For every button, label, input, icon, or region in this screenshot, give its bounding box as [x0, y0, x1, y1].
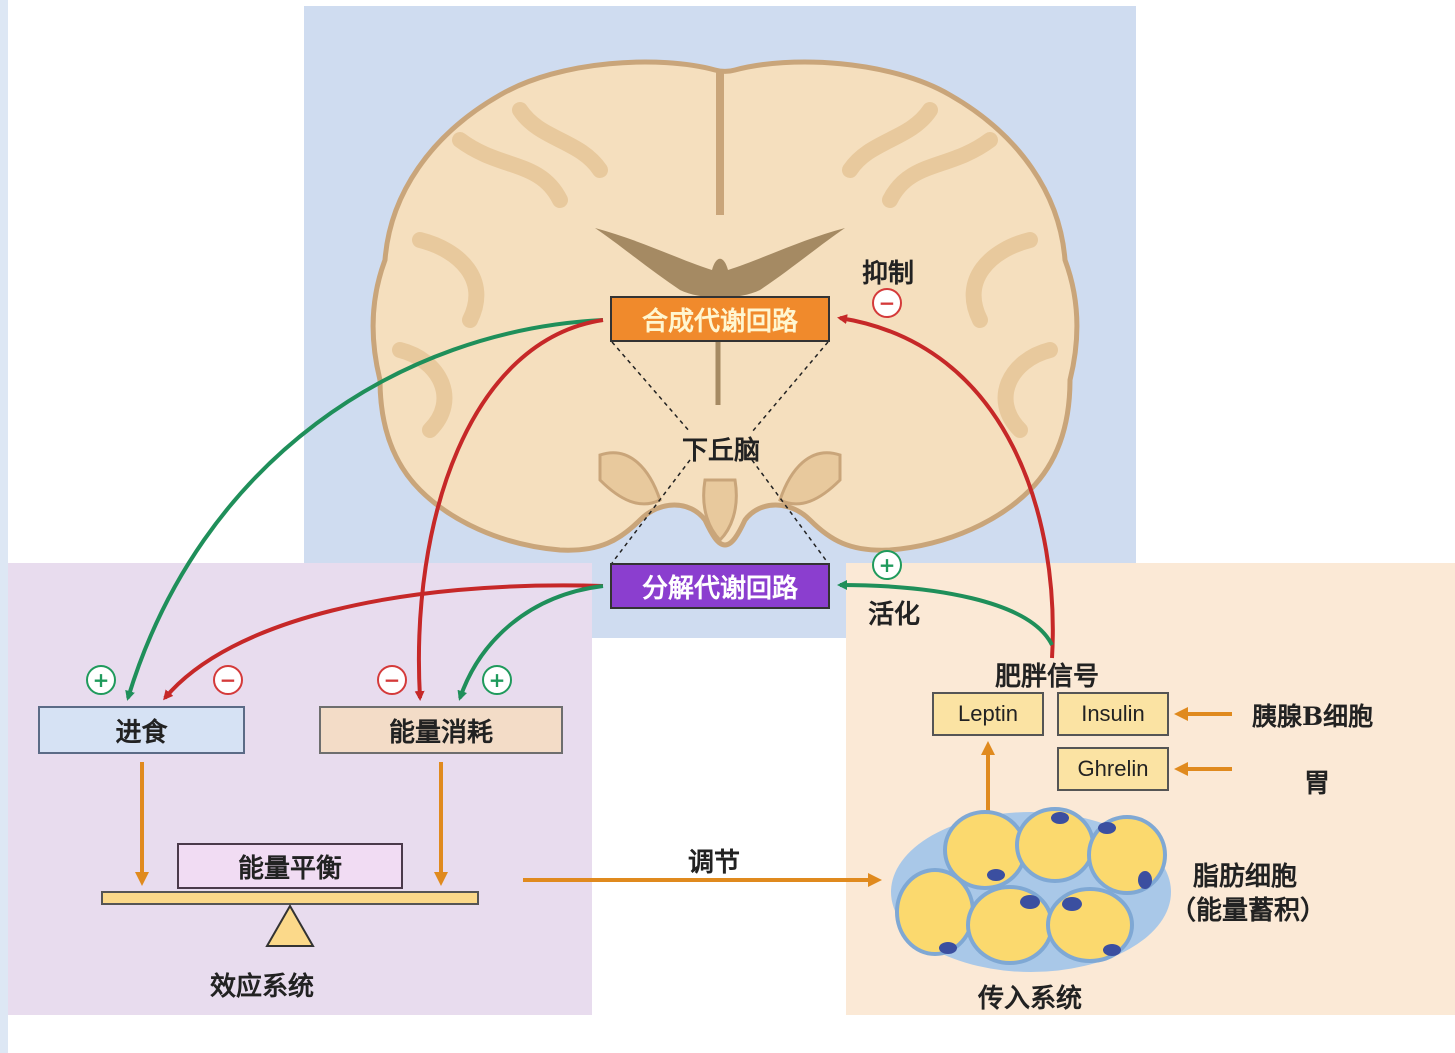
anabolic-circuit-box: 合成代谢回路 — [610, 296, 830, 342]
intake-plus-icon: + — [86, 665, 116, 695]
fat-cell-cluster — [891, 809, 1171, 972]
afferent-system-label: 传入系统 — [978, 978, 1082, 1015]
intake-minus-icon: − — [213, 665, 243, 695]
activate-plus-icon: + — [872, 550, 902, 580]
expenditure-plus-icon: + — [482, 665, 512, 695]
activate-label: 活化 — [868, 594, 920, 631]
inhibit-label: 抑制 — [862, 253, 914, 290]
ghrelin-box: Ghrelin — [1057, 747, 1169, 791]
energy-balance-box: 能量平衡 — [177, 843, 403, 889]
adipocytes-sublabel: （能量蓄积） — [1170, 890, 1326, 927]
insulin-box: Insulin — [1057, 692, 1169, 736]
hypothalamus-label: 下丘脑 — [682, 430, 760, 467]
leptin-box: Leptin — [932, 692, 1044, 736]
balance-fulcrum — [267, 906, 313, 946]
pancreas-cells-label: 胰腺B细胞 — [1252, 697, 1373, 733]
food-intake-box: 进食 — [38, 706, 245, 754]
effector-system-label: 效应系统 — [210, 966, 314, 1003]
inhibit-minus-icon: − — [872, 288, 902, 318]
balance-beam — [102, 892, 478, 904]
adipocytes-label: 脂肪细胞 — [1193, 856, 1297, 893]
regulate-label: 调节 — [688, 842, 740, 879]
catabolic-circuit-box: 分解代谢回路 — [610, 563, 830, 609]
stomach-label: 胃 — [1304, 763, 1330, 800]
expenditure-minus-icon: − — [377, 665, 407, 695]
obesity-signals-label: 肥胖信号 — [995, 656, 1099, 693]
energy-expenditure-box: 能量消耗 — [319, 706, 563, 754]
